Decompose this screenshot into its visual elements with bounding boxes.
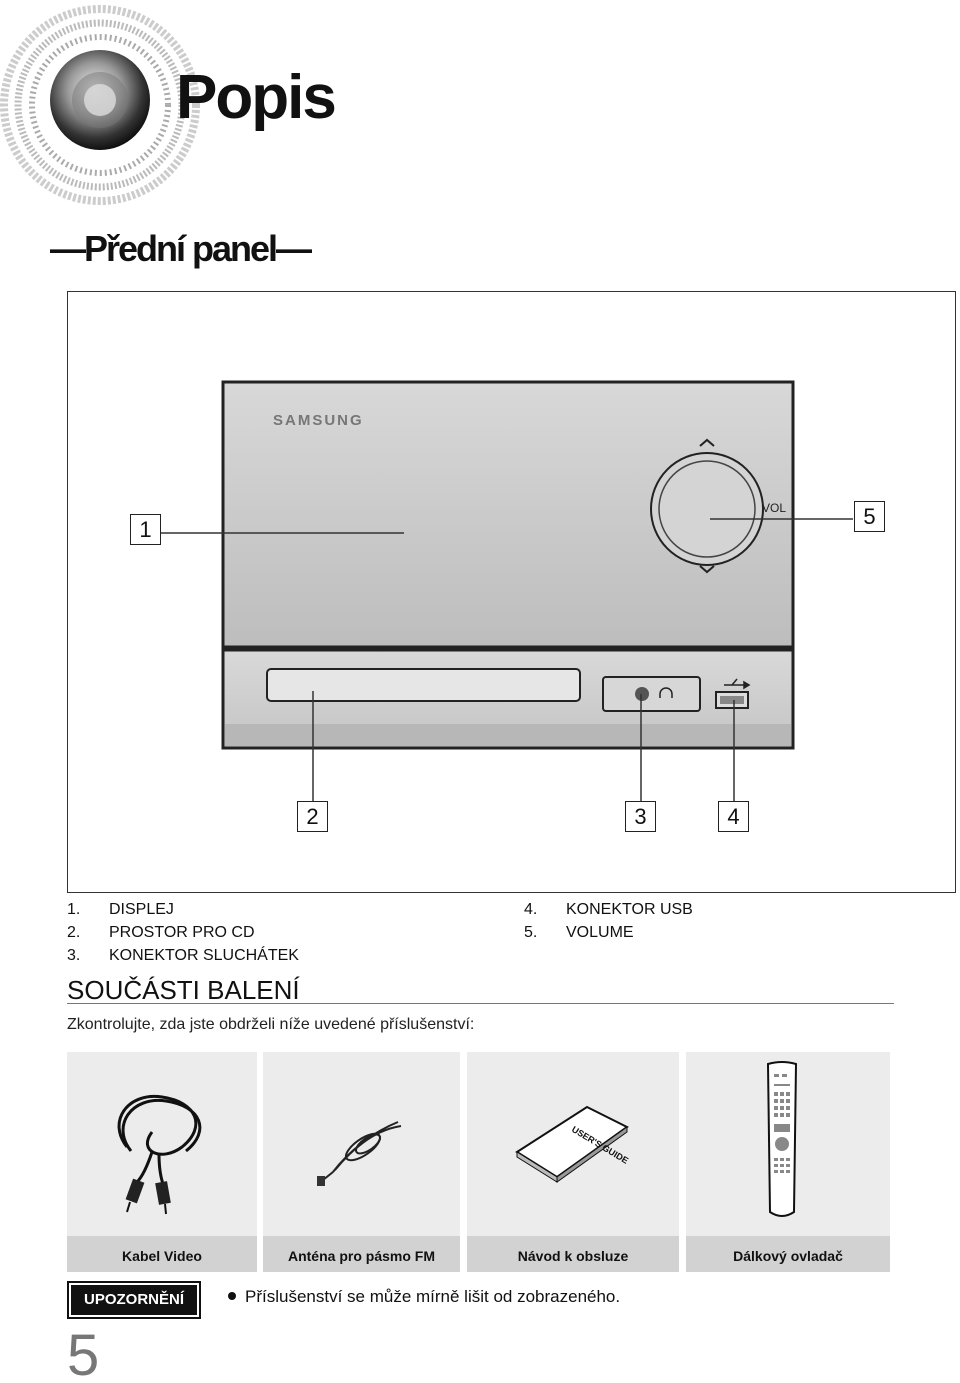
list-item: 2.PROSTOR PRO CD — [67, 924, 255, 941]
parts-list-right: 4.KONEKTOR USB 5.VOLUME — [524, 898, 693, 944]
callout-4: 4 — [718, 801, 749, 832]
caution-text: Příslušenství se může mírně lišit od zob… — [228, 1287, 620, 1307]
accessory-label: Dálkový ovladač — [686, 1236, 890, 1272]
list-item: 5.VOLUME — [524, 924, 634, 941]
headphone-jack-panel — [602, 676, 701, 712]
accessory-video-cable: Kabel Video — [67, 1052, 257, 1272]
package-title: SOUČÁSTI BALENÍ — [67, 975, 300, 1005]
accessory-fm-antenna: Anténa pro pásmo FM — [263, 1052, 460, 1272]
callout-1: 1 — [130, 514, 161, 545]
headphone-icon — [659, 687, 673, 698]
callout-3: 3 — [625, 801, 656, 832]
callout-2: 2 — [297, 801, 328, 832]
fm-antenna-image — [317, 1121, 402, 1186]
parts-list-left: 1.DISPLEJ 2.PROSTOR PRO CD 3.KONEKTOR SL… — [67, 898, 299, 967]
page-number: 5 — [67, 1323, 100, 1383]
cd-slot — [266, 668, 581, 702]
chevron-up-icon — [699, 438, 715, 447]
user-manual-image: USER'S GUIDE — [515, 1105, 630, 1183]
speaker-header-graphic — [0, 5, 200, 205]
front-panel-figure: SAMSUNG VOL 1 5 2 3 4 — [67, 291, 956, 893]
accessory-label: Anténa pro pásmo FM — [263, 1236, 460, 1272]
caution-badge: UPOZORNĚNÍ — [67, 1281, 201, 1319]
video-cable-image — [117, 1094, 202, 1215]
volume-knob — [650, 452, 764, 566]
list-item: 4.KONEKTOR USB — [524, 901, 693, 918]
remote-control-image — [766, 1061, 798, 1217]
accessory-label: Kabel Video — [67, 1236, 257, 1272]
accessory-label: Návod k obsluze — [467, 1236, 679, 1272]
divider — [67, 1003, 894, 1004]
chevron-down-icon — [699, 565, 715, 574]
list-item: 3.KONEKTOR SLUCHÁTEK — [67, 947, 299, 964]
vol-label: VOL — [762, 501, 786, 515]
accessory-remote-control: Dálkový ovladač — [686, 1052, 890, 1272]
accessory-user-manual: USER'S GUIDE Návod k obsluze — [467, 1052, 679, 1272]
list-item: 1.DISPLEJ — [67, 901, 174, 918]
usb-icon — [724, 678, 751, 690]
package-intro: Zkontrolujte, zda jste obdrželi níže uve… — [67, 1016, 475, 1033]
device-illustration: SAMSUNG VOL — [160, 380, 853, 804]
page-title: Popis — [176, 63, 337, 132]
section-title: —Přední panel— — [50, 228, 312, 269]
callout-5: 5 — [854, 501, 885, 532]
brand-logo: SAMSUNG — [273, 412, 364, 429]
